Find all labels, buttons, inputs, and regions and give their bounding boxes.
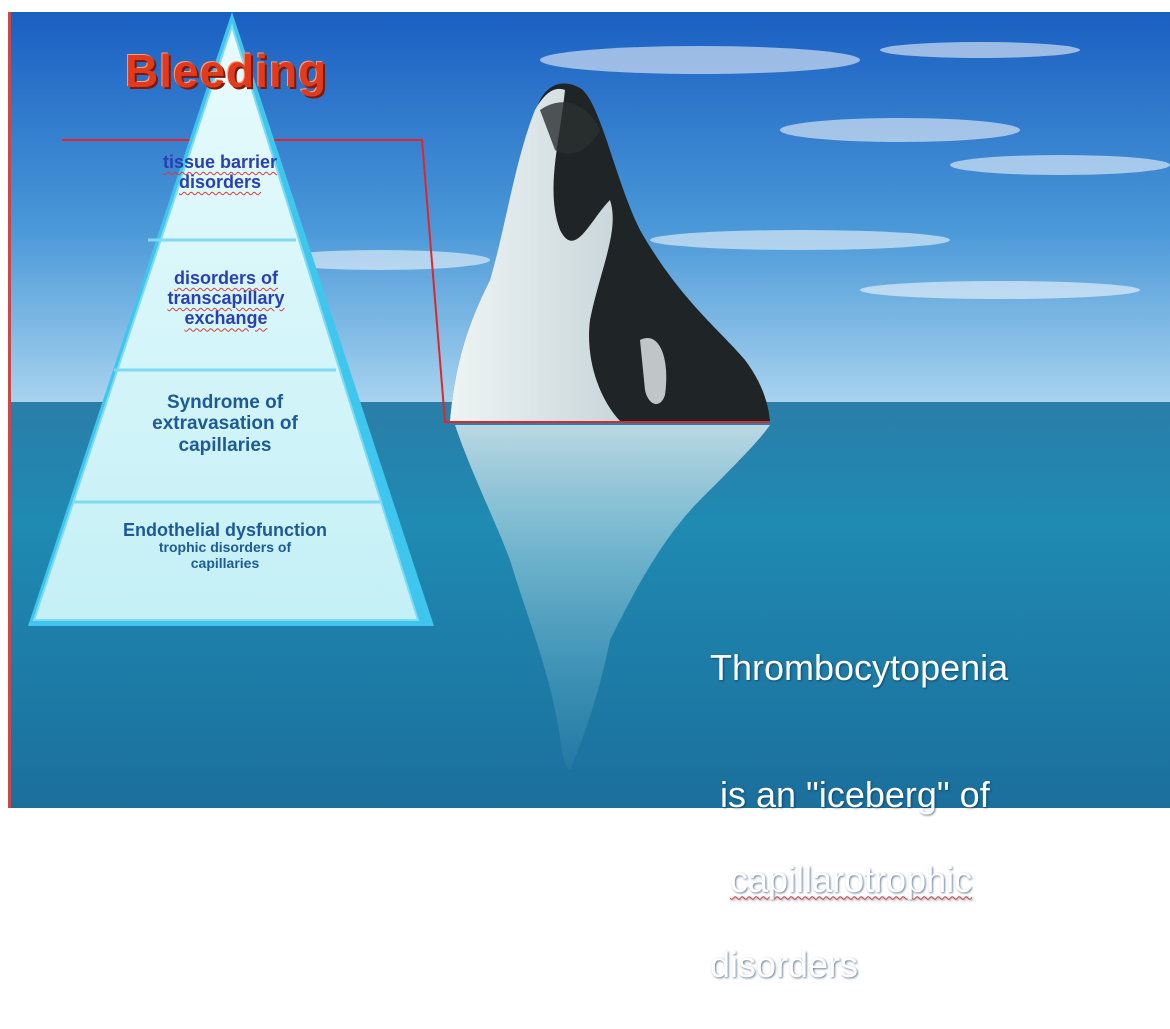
label-line: disorders of bbox=[126, 268, 326, 288]
pyramid-level-3-label: Syndrome of extravasation of capillaries bbox=[120, 392, 330, 456]
caption-line-3: capillarotrophic bbox=[730, 859, 972, 901]
caption-line-4: disorders bbox=[710, 944, 1008, 986]
left-edge bbox=[8, 12, 11, 808]
pyramid-level-1-label: tissue barrier disorders bbox=[140, 152, 300, 192]
title-bleeding: Bleeding bbox=[125, 44, 327, 98]
caption: Thrombocytopenia is an "iceberg" of capi… bbox=[710, 562, 1008, 1029]
pyramid-level-2-label: disorders of transcapillary exchange bbox=[126, 268, 326, 328]
label-line: Syndrome of bbox=[120, 392, 330, 413]
label-line: tissue barrier bbox=[140, 152, 300, 172]
pyramid-level-4-label: Endothelial dysfunction trophic disorder… bbox=[70, 520, 380, 572]
label-line: capillaries bbox=[70, 556, 380, 572]
label-line: exchange bbox=[126, 308, 326, 328]
label-line: transcapillary bbox=[126, 288, 326, 308]
label-line: capillaries bbox=[120, 435, 330, 456]
label-line: extravasation of bbox=[120, 413, 330, 434]
caption-line-1: Thrombocytopenia bbox=[710, 647, 1008, 689]
label-line-text: trophic disorders of bbox=[159, 539, 291, 555]
label-line: disorders bbox=[140, 172, 300, 192]
label-line: Endothelial dysfunction bbox=[70, 520, 380, 540]
caption-line-2: is an "iceberg" of bbox=[710, 774, 1008, 816]
label-line: trophic disorders of bbox=[70, 540, 380, 556]
